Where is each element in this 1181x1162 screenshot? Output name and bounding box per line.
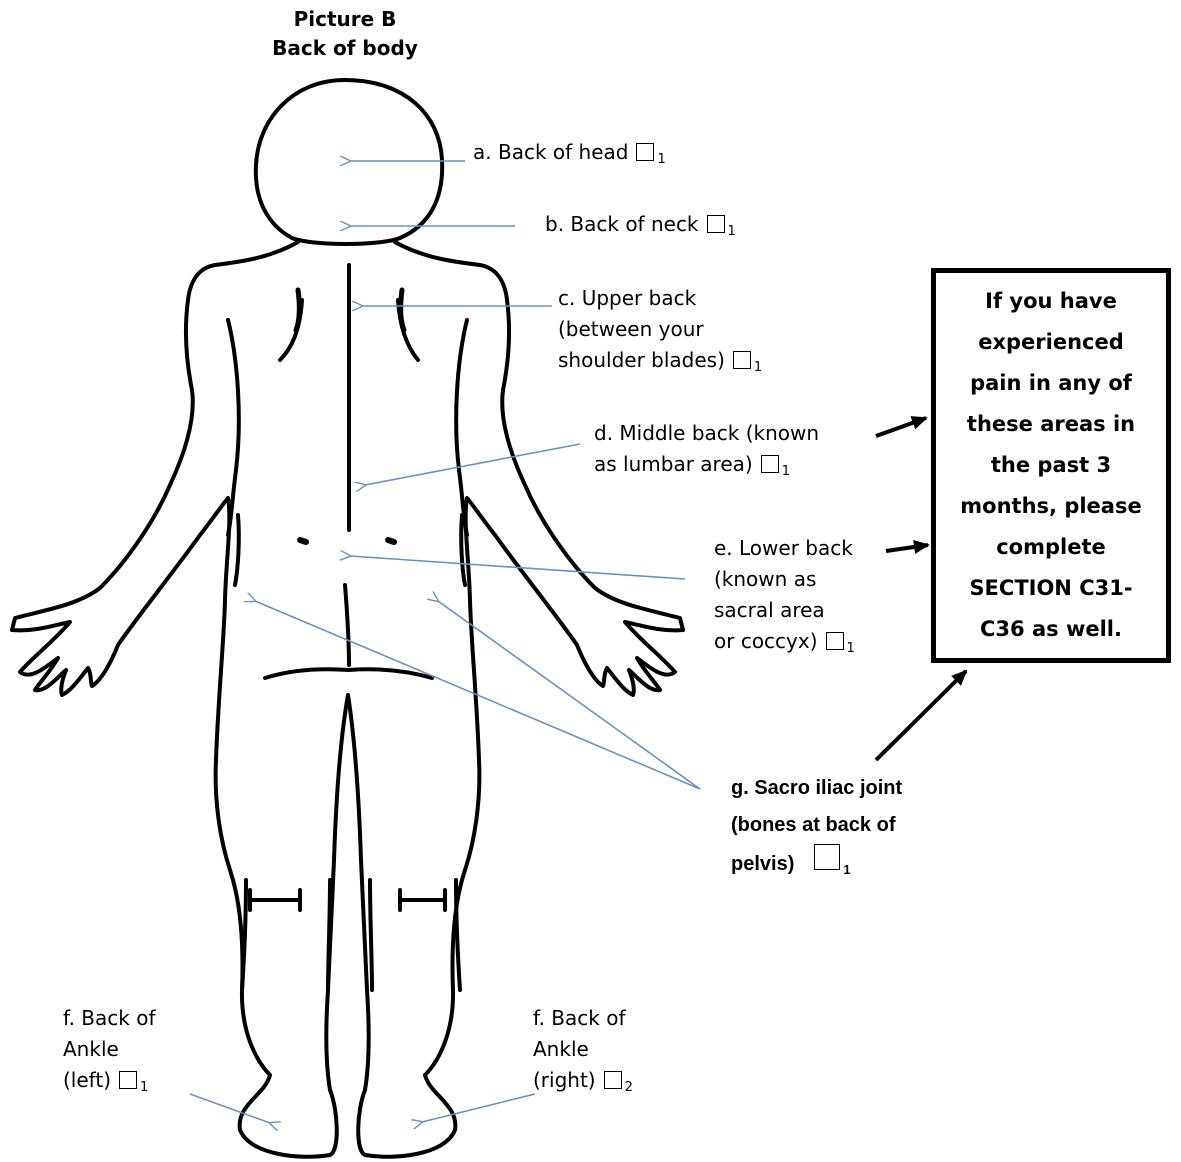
label-line: (between your	[558, 314, 762, 345]
response-code: 2	[625, 1080, 633, 1095]
label-back-of-head: a. Back of head 1	[473, 137, 666, 175]
response-code: 1	[728, 224, 736, 239]
response-code: 1	[782, 464, 790, 479]
label-upper-back: c. Upper back (between your shoulder bla…	[558, 283, 762, 383]
label-line: (left)	[63, 1068, 111, 1092]
checkbox-sacro-iliac-joint[interactable]	[814, 844, 840, 870]
figure-title: Picture B Back of body	[230, 5, 460, 63]
checkbox-back-of-neck[interactable]	[707, 215, 725, 233]
label-line: shoulder blades)	[558, 348, 725, 372]
response-code: 1	[843, 862, 850, 877]
label-line: pelvis)	[731, 853, 794, 875]
label-line: sacral area	[714, 595, 855, 626]
label-line: c. Upper back	[558, 283, 762, 314]
response-code: 1	[657, 152, 665, 167]
figure-title-line1: Picture B	[230, 5, 460, 34]
checkbox-back-of-head[interactable]	[636, 143, 654, 161]
checkbox-back-of-ankle-right[interactable]	[604, 1071, 622, 1089]
label-text: b. Back of neck	[545, 212, 699, 236]
label-sacro-iliac-joint: g. Sacro iliac joint (bones at back of p…	[731, 770, 902, 888]
checkbox-upper-back[interactable]	[733, 351, 751, 369]
notice-text: If you have experienced pain in any of t…	[956, 281, 1146, 650]
section-c31-c36-notice-box: If you have experienced pain in any of t…	[931, 268, 1171, 663]
label-line: g. Sacro iliac joint	[731, 770, 902, 807]
label-line: Ankle	[63, 1034, 156, 1065]
checkbox-middle-back[interactable]	[761, 455, 779, 473]
label-lower-back: e. Lower back (known as sacral area or c…	[714, 533, 855, 664]
label-line: or coccyx)	[714, 629, 818, 653]
label-line: (known as	[714, 564, 855, 595]
label-line: f. Back of	[63, 1003, 156, 1034]
label-line: d. Middle back (known	[594, 418, 819, 449]
checkbox-lower-back[interactable]	[826, 632, 844, 650]
label-line: as lumbar area)	[594, 452, 753, 476]
checkbox-back-of-ankle-left[interactable]	[119, 1071, 137, 1089]
label-middle-back: d. Middle back (known as lumbar area) 1	[594, 418, 819, 487]
figure-title-line2: Back of body	[230, 34, 460, 63]
label-back-of-ankle-left: f. Back of Ankle (left) 1	[63, 1003, 156, 1103]
head-outline	[256, 80, 442, 244]
label-line: e. Lower back	[714, 533, 855, 564]
response-code: 1	[754, 360, 762, 375]
label-line: (bones at back of	[731, 807, 902, 844]
label-line: (right)	[533, 1068, 596, 1092]
label-line: Ankle	[533, 1034, 633, 1065]
label-back-of-ankle-right: f. Back of Ankle (right) 2	[533, 1003, 633, 1103]
label-back-of-neck: b. Back of neck 1	[545, 209, 736, 247]
response-code: 1	[140, 1080, 148, 1095]
label-text: a. Back of head	[473, 140, 628, 164]
response-code: 1	[847, 641, 855, 656]
label-line: f. Back of	[533, 1003, 633, 1034]
